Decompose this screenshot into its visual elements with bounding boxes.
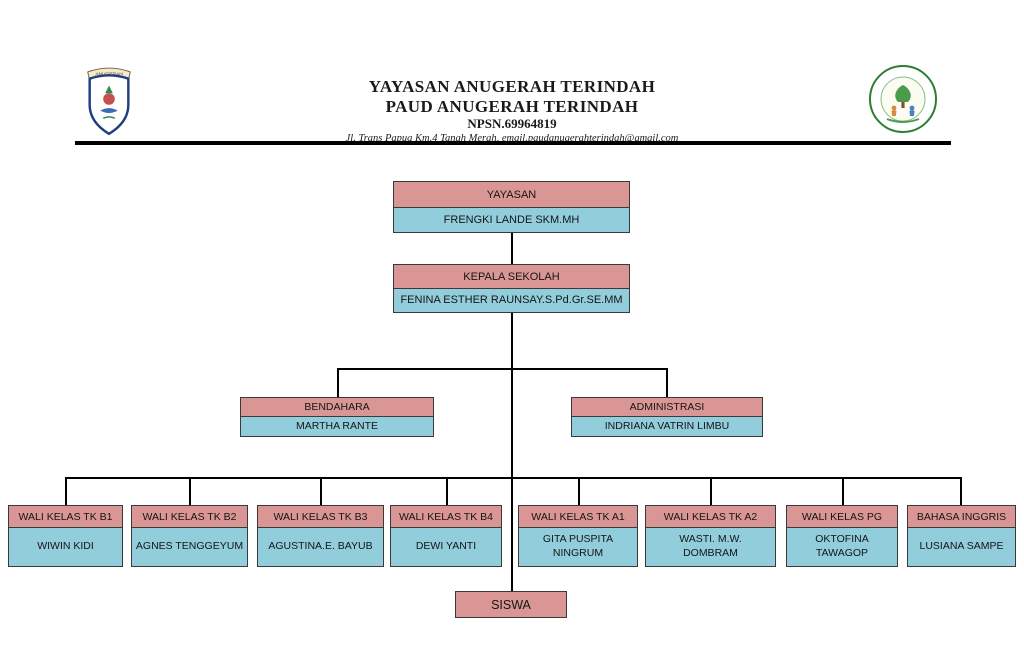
round-logo-icon [869,65,937,133]
org-node-name: DEWI YANTI [391,528,501,566]
npsn-text: NPSN.69964819 [467,116,557,131]
school-round-logo [868,64,938,134]
connector-class-drop-4 [446,477,448,505]
org-node-title: WALI KELAS PG [787,506,897,528]
org-node-kepala-sekolah: KEPALA SEKOLAH FENINA ESTHER RAUNSAY.S.P… [393,264,630,313]
org-node-wali-kelas-pg: WALI KELAS PG OKTOFINA TAWAGOP [786,505,898,567]
org-node-title: WALI KELAS TK B3 [258,506,383,528]
connector-class-drop-2 [189,477,191,505]
connector-class-drop-6 [710,477,712,505]
org-node-administrasi-title: ADMINISTRASI [572,398,762,417]
org-node-name: OKTOFINA TAWAGOP [787,528,897,566]
school-title: PAUD ANUGERAH TERINDAH [385,97,639,116]
connector-class-drop-7 [842,477,844,505]
connector-class-drop-8 [960,477,962,505]
connector-class-drop-3 [320,477,322,505]
org-node-title: WALI KELAS TK A2 [646,506,775,528]
connector-class-bus [65,477,962,479]
connector-administrasi-drop [666,368,668,397]
org-node-administrasi: ADMINISTRASI INDRIANA VATRIN LIMBU [571,397,763,437]
org-node-siswa: SISWA [455,591,567,618]
address-text: Jl. Trans Papua Km.4 Tanah Merah, email.… [345,133,679,144]
connector-class-drop-5 [578,477,580,505]
connector-yayasan-kepala [511,232,513,264]
org-node-bahasa-inggris: BAHASA INGGRIS LUSIANA SAMPE [907,505,1016,567]
connector-class-drop-1 [65,477,67,505]
org-node-title: WALI KELAS TK A1 [519,506,637,528]
org-node-wali-kelas-tk-b3: WALI KELAS TK B3 AGUSTINA.E. BAYUB [257,505,384,567]
school-shield-logo: ANUGERAH [80,62,138,136]
org-node-administrasi-name: INDRIANA VATRIN LIMBU [572,417,762,436]
yayasan-title: YAYASAN ANUGERAH TERINDAH [368,77,656,96]
org-node-bendahara-title: BENDAHARA [241,398,433,417]
org-node-name: LUSIANA SAMPE [908,528,1015,566]
org-node-wali-kelas-tk-a1: WALI KELAS TK A1 GITA PUSPITA NINGRUM [518,505,638,567]
org-node-title: WALI KELAS TK B2 [132,506,247,528]
org-node-wali-kelas-tk-a2: WALI KELAS TK A2 WASTI. M.W. DOMBRAM [645,505,776,567]
header-rule [75,141,951,145]
org-node-name: AGNES TENGGEYUM [132,528,247,566]
org-node-siswa-title: SISWA [456,592,566,617]
document-header: YAYASAN ANUGERAH TERINDAH PAUD ANUGERAH … [0,77,1024,146]
org-node-wali-kelas-tk-b2: WALI KELAS TK B2 AGNES TENGGEYUM [131,505,248,567]
org-node-name: WASTI. M.W. DOMBRAM [646,528,775,566]
org-node-kepala-name: FENINA ESTHER RAUNSAY.S.Pd.Gr.SE.MM [394,289,629,312]
shield-logo-icon: ANUGERAH [87,67,131,136]
connector-kepala-down [511,312,513,477]
connector-bendahara-drop [337,368,339,397]
org-node-wali-kelas-tk-b4: WALI KELAS TK B4 DEWI YANTI [390,505,502,567]
org-node-title: WALI KELAS TK B4 [391,506,501,528]
org-node-bendahara: BENDAHARA MARTHA RANTE [240,397,434,437]
org-node-wali-kelas-tk-b1: WALI KELAS TK B1 WIWIN KIDI [8,505,123,567]
org-node-yayasan: YAYASAN FRENGKI LANDE SKM.MH [393,181,630,233]
org-node-name: WIWIN KIDI [9,528,122,566]
org-node-name: AGUSTINA.E. BAYUB [258,528,383,566]
org-node-bendahara-name: MARTHA RANTE [241,417,433,436]
org-node-title: WALI KELAS TK B1 [9,506,122,528]
connector-staff-horizontal [337,368,668,370]
org-node-title: BAHASA INGGRIS [908,506,1015,528]
org-node-yayasan-title: YAYASAN [394,182,629,208]
org-node-name: GITA PUSPITA NINGRUM [519,528,637,566]
org-node-yayasan-name: FRENGKI LANDE SKM.MH [394,208,629,232]
connector-siswa-drop [511,477,513,591]
org-node-kepala-title: KEPALA SEKOLAH [394,265,629,289]
